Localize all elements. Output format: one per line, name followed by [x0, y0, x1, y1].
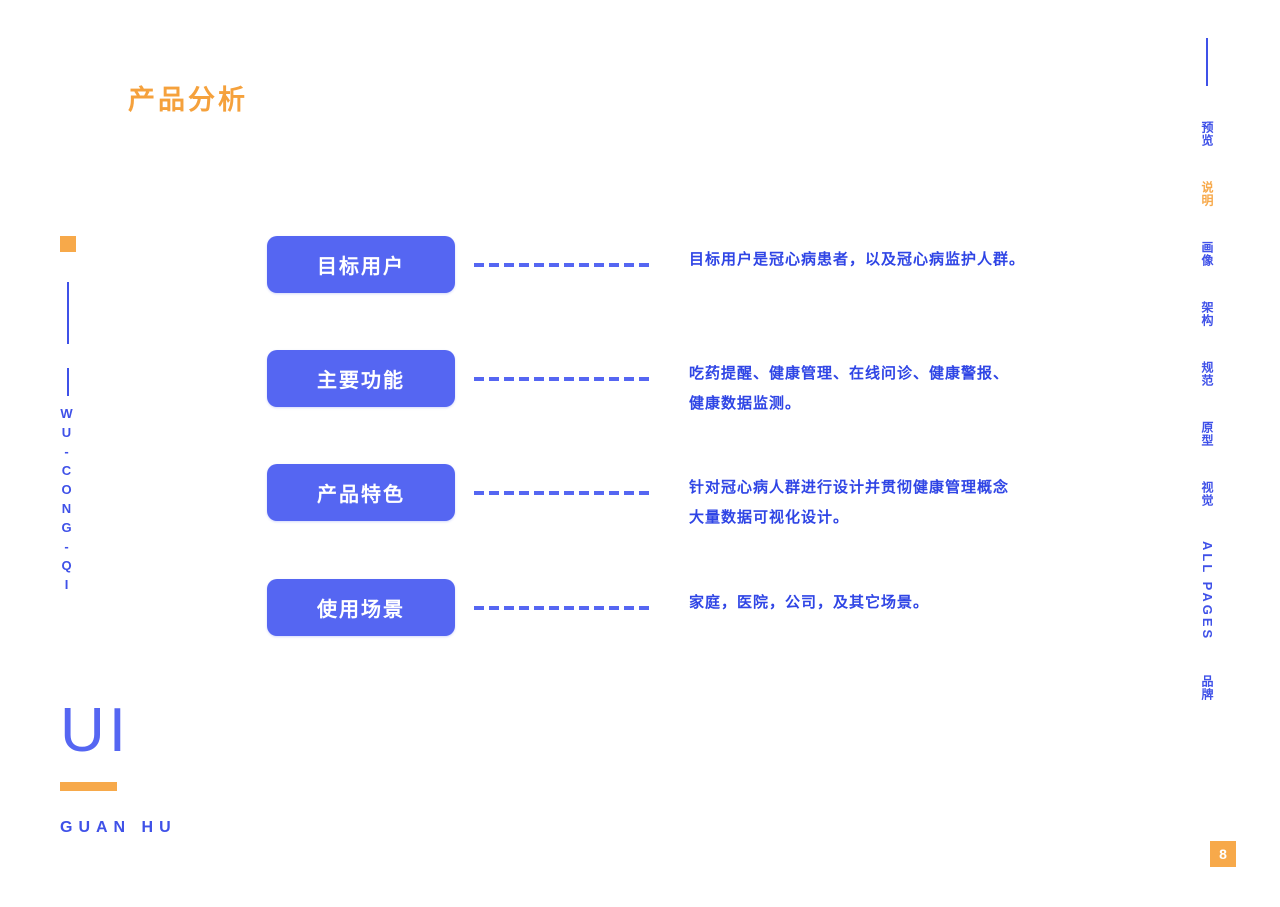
- nav-item-7[interactable]: 视觉: [1200, 481, 1214, 507]
- nav-item-1[interactable]: 预览: [1200, 121, 1214, 147]
- rail-square-marker: [60, 236, 76, 252]
- description-block: 吃药提醒、健康管理、在线问诊、健康警报、健康数据监测。: [689, 350, 1109, 419]
- description-line: 吃药提醒、健康管理、在线问诊、健康警报、: [689, 365, 1010, 382]
- brand-block: UI GUAN HU: [60, 700, 177, 837]
- analysis-row: 使用场景 家庭，医院，公司，及其它场景。: [267, 579, 1109, 636]
- category-pill[interactable]: 使用场景: [267, 579, 455, 636]
- description-block: 目标用户是冠心病患者，以及冠心病监护人群。: [689, 236, 1109, 275]
- dashed-connector: [474, 464, 652, 521]
- left-rail: WU-CONG-QI: [59, 236, 90, 596]
- nav-top-tick: [1206, 38, 1208, 86]
- description-line: 针对冠心病人群进行设计并贯彻健康管理概念: [689, 479, 1010, 496]
- analysis-row: 目标用户 目标用户是冠心病患者，以及冠心病监护人群。: [267, 236, 1109, 293]
- nav-item-9[interactable]: 品牌: [1200, 675, 1214, 702]
- brand-name: GUAN HU: [60, 819, 177, 836]
- rail-divider-short: [67, 368, 69, 396]
- description-block: 家庭，医院，公司，及其它场景。: [689, 579, 1109, 618]
- nav-item-4[interactable]: 架构: [1200, 301, 1214, 327]
- description-line: 目标用户是冠心病患者，以及冠心病监护人群。: [689, 251, 1026, 268]
- description-line: 健康数据监测。: [689, 395, 802, 412]
- nav-item-8[interactable]: ALL PAGES: [1200, 541, 1215, 642]
- nav-item-5[interactable]: 规范: [1200, 361, 1214, 387]
- category-pill-label: 目标用户: [317, 256, 405, 278]
- category-pill-label: 产品特色: [317, 484, 405, 506]
- category-pill[interactable]: 产品特色: [267, 464, 455, 521]
- page-title: 产品分析: [128, 85, 248, 115]
- analysis-row: 产品特色 针对冠心病人群进行设计并贯彻健康管理概念大量数据可视化设计。: [267, 464, 1109, 533]
- dashed-connector: [474, 579, 652, 636]
- brand-underline-bar: [60, 782, 117, 791]
- category-pill-label: 主要功能: [317, 370, 405, 392]
- brand-logo: UI: [60, 696, 130, 765]
- dashed-connector: [474, 236, 652, 293]
- page-number-badge: 8: [1210, 841, 1236, 867]
- analysis-row: 主要功能 吃药提醒、健康管理、在线问诊、健康警报、健康数据监测。: [267, 350, 1109, 419]
- category-pill-label: 使用场景: [317, 599, 405, 621]
- dashed-connector: [474, 350, 652, 407]
- description-line: 大量数据可视化设计。: [689, 509, 850, 526]
- category-pill[interactable]: 主要功能: [267, 350, 455, 407]
- nav-item-2[interactable]: 说明: [1200, 181, 1214, 207]
- nav-item-6[interactable]: 原型: [1200, 421, 1214, 447]
- author-vertical-label: WU-CONG-QI: [59, 406, 74, 596]
- nav-item-3[interactable]: 画像: [1200, 241, 1214, 267]
- right-nav: 预览说明画像架构规范原型视觉 ALL PAGES 品牌: [1192, 38, 1222, 718]
- description-block: 针对冠心病人群进行设计并贯彻健康管理概念大量数据可视化设计。: [689, 464, 1109, 533]
- rail-divider-long: [67, 282, 69, 344]
- category-pill[interactable]: 目标用户: [267, 236, 455, 293]
- description-line: 家庭，医院，公司，及其它场景。: [689, 594, 930, 611]
